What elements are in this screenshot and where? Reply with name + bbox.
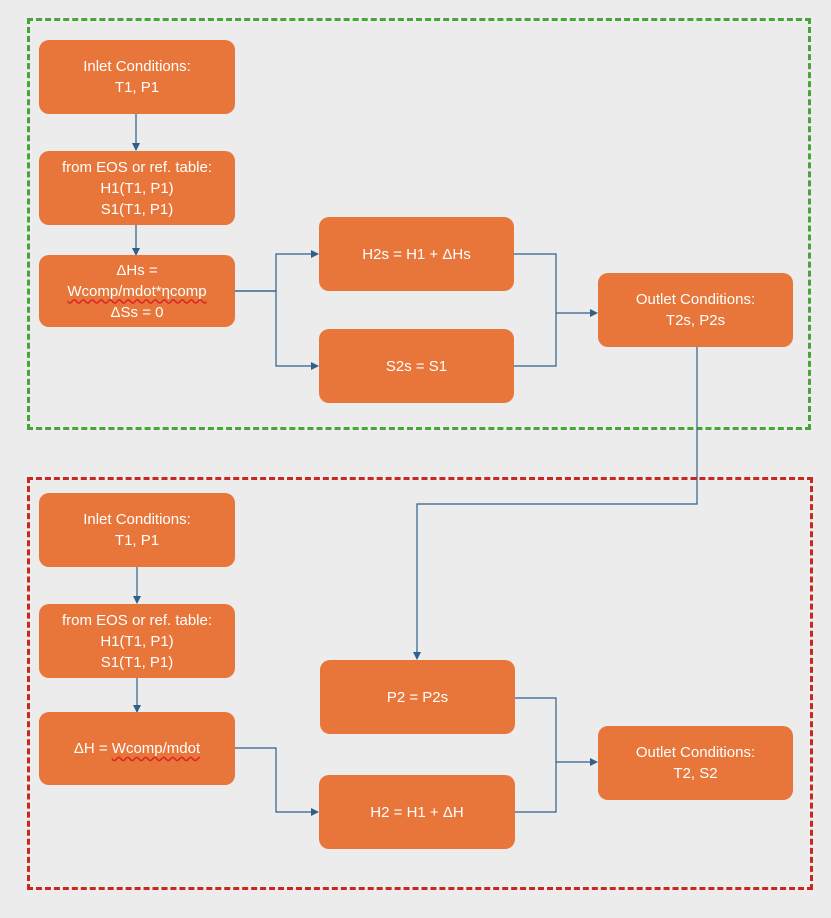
top-inlet-line1: Inlet Conditions: (83, 58, 191, 75)
bottom-inlet-line2: T1, P1 (114, 532, 160, 549)
bottom-delta-prefix: ΔH = (73, 740, 112, 757)
top-eos-line3: S1(T1, P1) (100, 200, 174, 218)
top-outlet-line1: Outlet Conditions: (635, 291, 756, 308)
bottom-delta-label: ΔH = Wcomp/mdot (74, 738, 200, 759)
connector-top-delta-to-s2s (235, 290, 319, 370)
connector-top-h2s-to-outlet (514, 253, 598, 317)
connector-bottom-h2-to-outlet (515, 762, 557, 813)
bottom-outlet-conditions-box: Outlet Conditions: T2, S2 (598, 726, 793, 800)
top-eos-line2: H1(T1, P1) (100, 179, 174, 197)
bottom-h2-label: H2 = H1 + ΔH (370, 803, 464, 821)
top-outlet-conditions-box: Outlet Conditions: T2s, P2s (598, 273, 793, 347)
bottom-eos-line2: H1(T1, P1) (100, 632, 174, 650)
top-h2s-box: H2s = H1 + ΔHs (319, 217, 514, 291)
top-outlet-line2: T2s, P2s (665, 312, 726, 329)
bottom-delta-h-box: ΔH = Wcomp/mdot (39, 712, 235, 785)
actual-group-frame (27, 477, 813, 890)
bottom-inlet-conditions-box: Inlet Conditions: T1, P1 (39, 493, 235, 567)
bottom-eos-box: from EOS or ref. table: H1(T1, P1) S1(T1… (39, 604, 235, 678)
top-delta-line1: ΔHs = (116, 261, 158, 279)
top-delta-line3: ΔSs = 0 (110, 303, 164, 321)
top-inlet-conditions-box: Inlet Conditions: T1, P1 (39, 40, 235, 114)
top-eos-line1: from EOS or ref. table: (61, 158, 213, 176)
top-h2s-label: H2s = H1 + ΔHs (362, 245, 471, 263)
bottom-eos-line1: from EOS or ref. table: (61, 611, 213, 629)
connector-outlet-to-p2 (413, 347, 698, 660)
connector-bottom-delta-to-h2 (235, 747, 319, 816)
bottom-outlet-line2: T2, S2 (673, 765, 718, 782)
bottom-delta-formula: Wcomp/mdot (111, 740, 201, 757)
top-delta-hs-box: ΔHs = Wcomp/mdot*ηcomp ΔSs = 0 (39, 255, 235, 327)
bottom-inlet-line1: Inlet Conditions: (83, 511, 191, 528)
bottom-outlet-line1: Outlet Conditions: (635, 744, 756, 761)
bottom-h2-box: H2 = H1 + ΔH (319, 775, 515, 849)
isentropic-group-frame (27, 18, 811, 430)
connector-top-s2s-to-outlet (514, 313, 557, 367)
top-delta-line2: Wcomp/mdot*ηcomp (67, 282, 207, 300)
top-eos-box: from EOS or ref. table: H1(T1, P1) S1(T1… (39, 151, 235, 225)
bottom-eos-line3: S1(T1, P1) (100, 653, 174, 671)
bottom-p2-label: P2 = P2s (386, 688, 449, 706)
connector-top-delta-to-h2s (235, 250, 319, 292)
bottom-p2-box: P2 = P2s (320, 660, 515, 734)
top-s2s-box: S2s = S1 (319, 329, 514, 403)
top-inlet-line2: T1, P1 (114, 79, 160, 96)
connector-bottom-p2-to-outlet (515, 697, 598, 766)
top-s2s-label: S2s = S1 (385, 357, 448, 375)
